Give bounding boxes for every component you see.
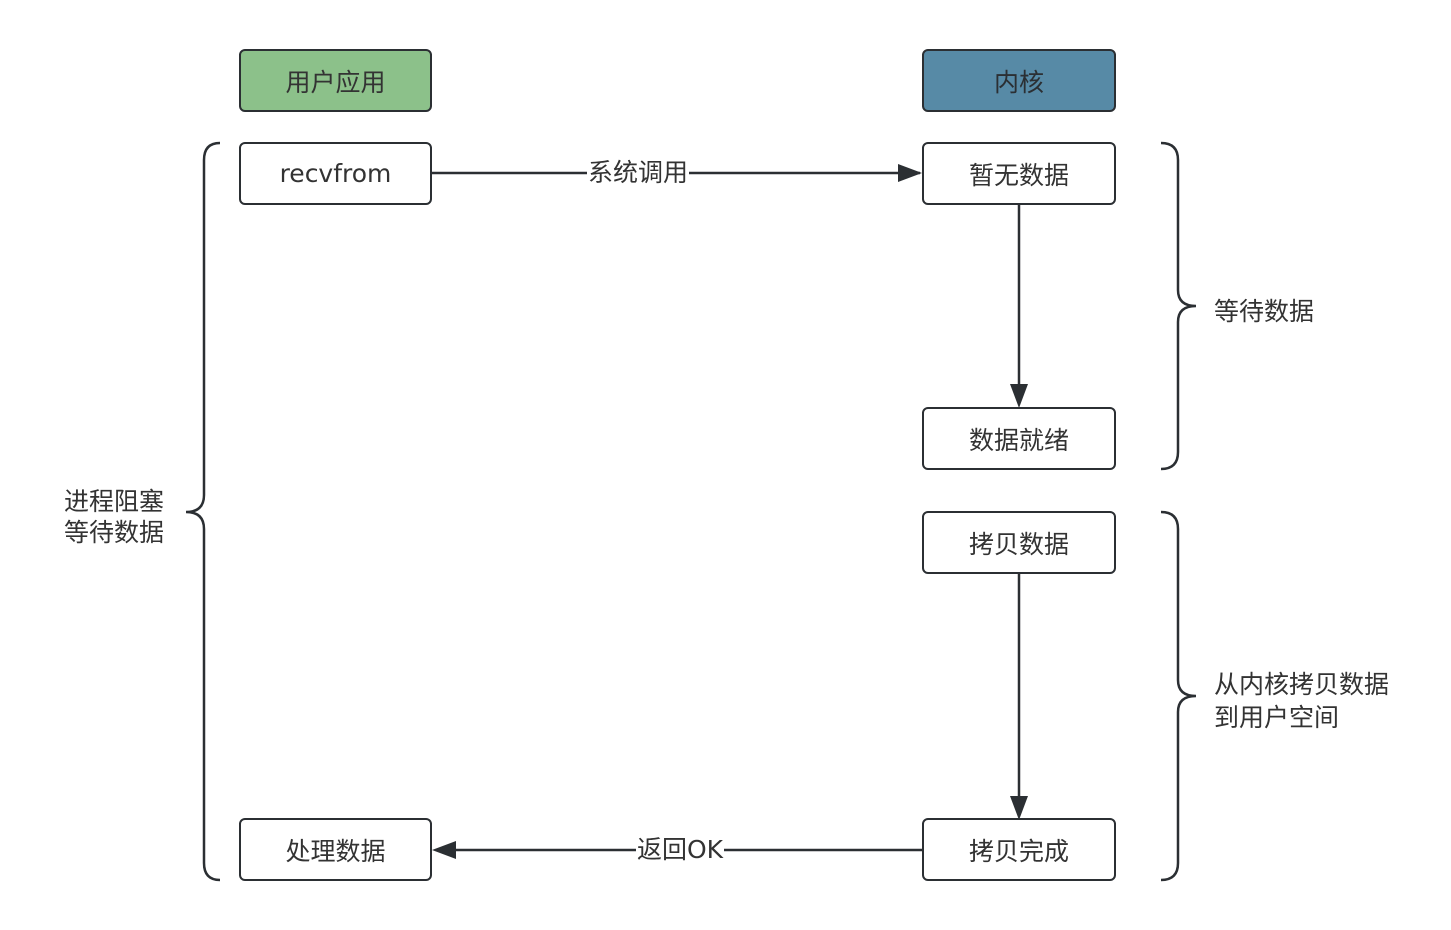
left-brace	[185, 141, 221, 882]
copy-done-node: 拷贝完成	[922, 818, 1116, 881]
syscall-arrowhead	[898, 164, 922, 182]
no-data-label: 暂无数据	[968, 160, 1069, 190]
recvfrom-node: recvfrom	[239, 142, 432, 205]
copy-arrowhead	[1010, 796, 1028, 820]
left-brace-label-line2: 等待数据	[64, 518, 165, 547]
wait-arrowhead	[1010, 384, 1028, 408]
no-data-node: 暂无数据	[922, 142, 1116, 205]
return-arrowhead	[432, 841, 456, 859]
data-ready-label: 数据就绪	[968, 425, 1069, 455]
syscall-edge-label: 系统调用	[587, 158, 690, 188]
process-data-label: 处理数据	[285, 836, 386, 866]
data-ready-node: 数据就绪	[922, 407, 1116, 470]
user-app-lane-header: 用户应用	[239, 49, 432, 112]
right-bottom-brace-label-line1: 从内核拷贝数据	[1214, 670, 1390, 699]
right-bottom-brace	[1160, 510, 1197, 882]
user-app-lane-label: 用户应用	[285, 67, 386, 97]
return-ok-edge-label: 返回OK	[636, 835, 725, 865]
copy-data-label: 拷贝数据	[968, 529, 1069, 559]
copy-done-label: 拷贝完成	[968, 836, 1069, 866]
right-top-brace-label: 等待数据	[1214, 297, 1315, 326]
kernel-lane-header: 内核	[922, 49, 1116, 112]
left-brace-label-line1: 进程阻塞	[64, 487, 165, 516]
recvfrom-label: recvfrom	[279, 159, 392, 188]
copy-data-node: 拷贝数据	[922, 511, 1116, 574]
process-data-node: 处理数据	[239, 818, 432, 881]
right-top-brace	[1160, 141, 1197, 471]
kernel-lane-label: 内核	[993, 67, 1044, 97]
right-bottom-brace-label-line2: 到用户空间	[1214, 703, 1340, 732]
